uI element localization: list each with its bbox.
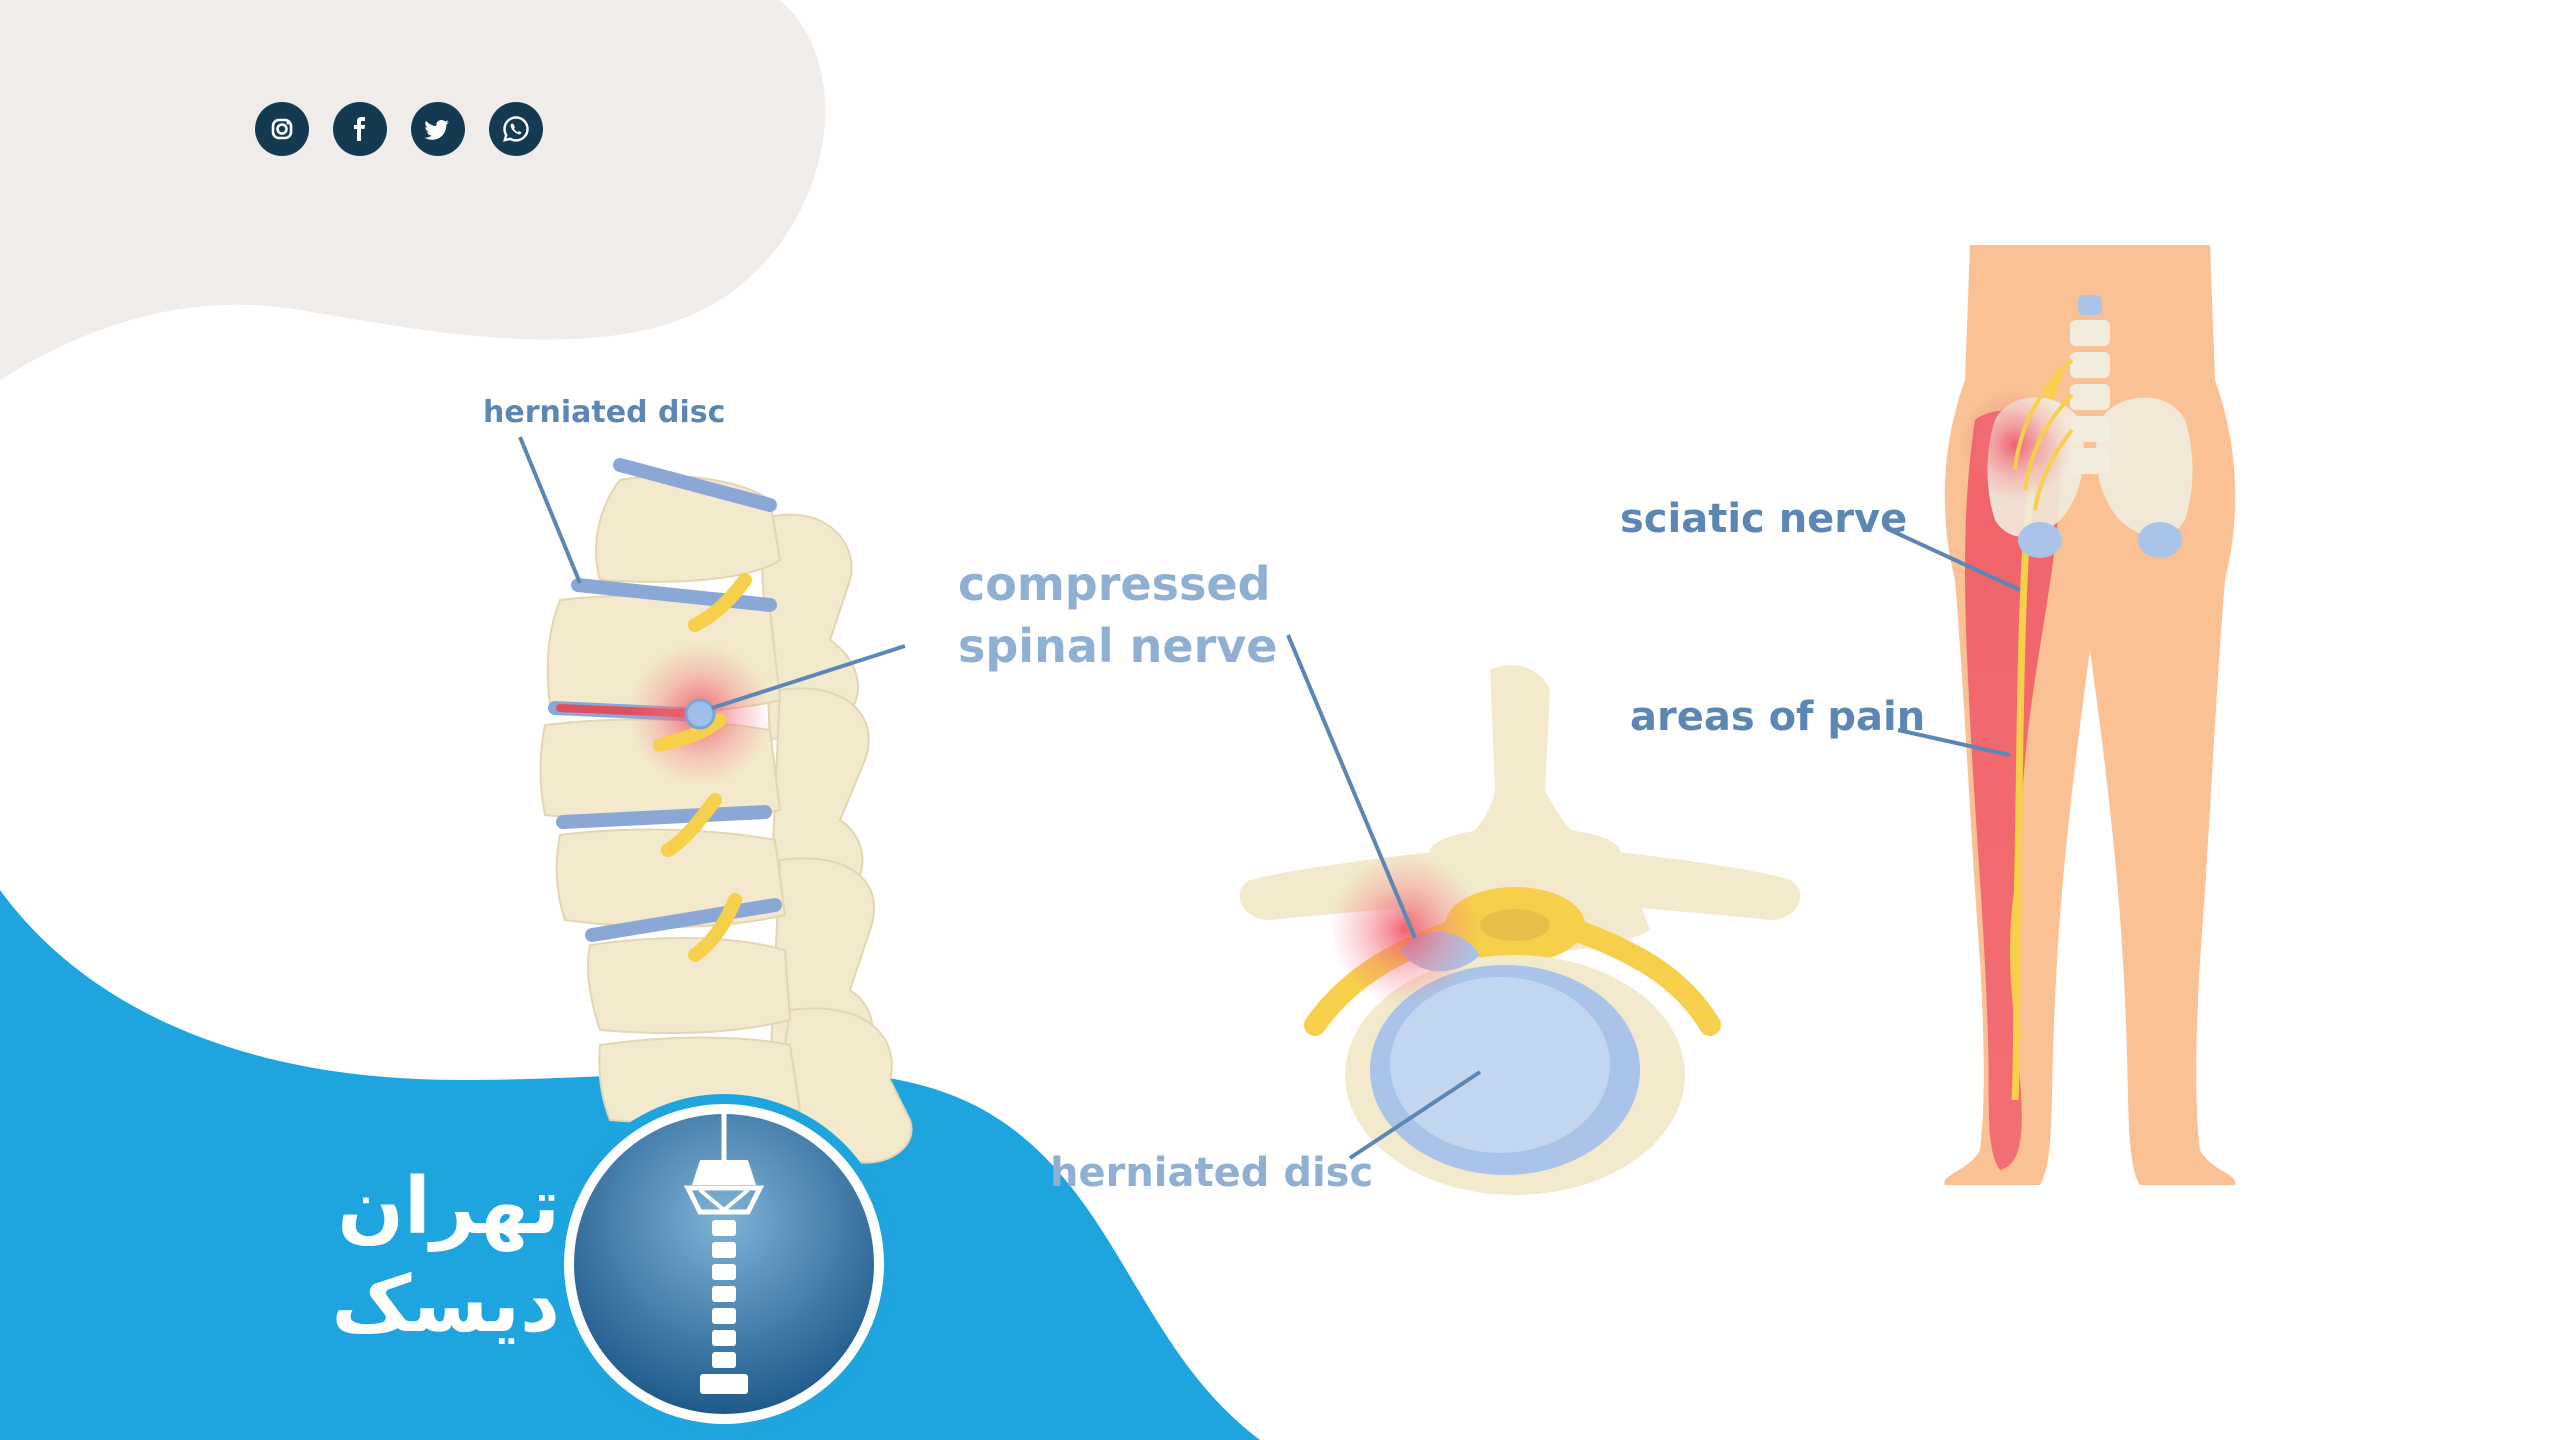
legs-pelvis-illustration bbox=[1944, 245, 2236, 1185]
leader-line-sciatic bbox=[1889, 528, 2021, 592]
leader-line-herniated-bottom bbox=[1348, 1070, 1482, 1160]
leader-line-herniated-top bbox=[518, 436, 582, 584]
grey-background-shape bbox=[0, 0, 826, 380]
brand-name: تهران دیسک bbox=[331, 1158, 560, 1354]
tehran-disc-logo bbox=[554, 1094, 894, 1434]
brand-line-2: دیسک bbox=[331, 1260, 560, 1350]
brand-line-1: تهران bbox=[337, 1162, 560, 1252]
vertebra-cross-section-illustration bbox=[1239, 665, 1801, 1195]
instagram-icon[interactable] bbox=[255, 102, 309, 156]
social-icons bbox=[255, 102, 543, 156]
label-compressed-line1: compressed bbox=[958, 557, 1271, 611]
leader-line-compressed bbox=[711, 644, 906, 710]
label-areas-of-pain: areas of pain bbox=[1630, 694, 1925, 740]
twitter-icon[interactable] bbox=[411, 102, 465, 156]
whatsapp-icon[interactable] bbox=[489, 102, 543, 156]
label-sciatic-nerve: sciatic nerve bbox=[1620, 496, 1907, 542]
label-compressed-line2: spinal nerve bbox=[958, 619, 1277, 673]
lumbar-spine-illustration bbox=[539, 458, 913, 1164]
label-herniated-disc-top: herniated disc bbox=[483, 395, 725, 430]
leader-line-pain bbox=[1897, 728, 2011, 757]
facebook-icon[interactable] bbox=[333, 102, 387, 156]
label-herniated-disc-bottom: herniated disc bbox=[1050, 1150, 1373, 1196]
leader-line-compressed-section bbox=[1286, 634, 1417, 939]
